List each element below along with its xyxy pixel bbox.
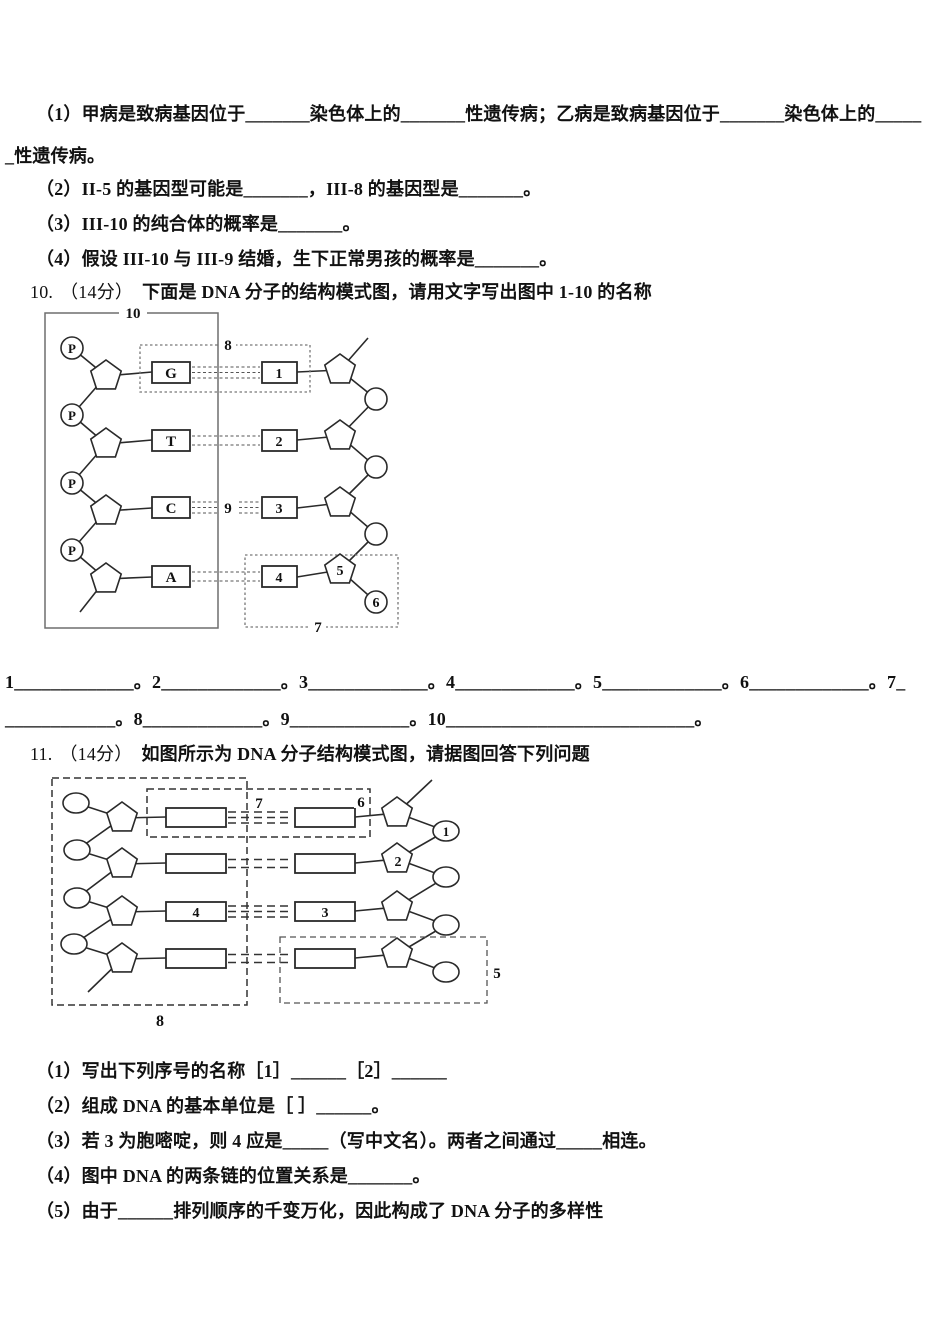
label-8: 8 <box>224 338 232 354</box>
question11-prompt: 如图所示为 DNA 分子结构模式图，请据图回答下列问题 <box>141 744 590 764</box>
label-5: 5 <box>337 564 344 579</box>
label-2: 2 <box>276 435 283 450</box>
base-letter-C: C <box>166 501 177 517</box>
label-1: 1 <box>276 367 283 382</box>
q11-part1: （1）写出下列序号的名称［1］______［2］______ <box>36 1061 447 1081</box>
base-letter-G: G <box>165 366 177 382</box>
diagram1-left-bases <box>151 361 191 588</box>
diagram1-right-phosphates <box>364 387 388 614</box>
phosphate-label-3: P <box>68 476 76 491</box>
region-5-nucleotide-box <box>279 936 488 1004</box>
region-6-basepair-box <box>146 788 371 838</box>
diagram2-left-bases <box>165 807 227 969</box>
genetics-part2: （2）II-5 的基因型可能是_______，III-8 的基因型是______… <box>36 179 542 199</box>
q10-answer-line1: 1_____________。2_____________。3_________… <box>5 672 906 692</box>
label2-8: 8 <box>156 1013 164 1030</box>
label-4: 4 <box>276 571 283 586</box>
q11-part2: （2）组成 DNA 的基本单位是［ ］______。 <box>36 1096 390 1116</box>
label2-5: 5 <box>493 966 501 982</box>
q10-answer-line2: ____________。8_____________。9___________… <box>5 709 713 729</box>
base-letter-T: T <box>166 434 176 450</box>
phosphate-label-1: P <box>68 341 76 356</box>
question10-points: （14分） <box>60 282 134 302</box>
question11-points: （14分） <box>59 744 133 764</box>
diagram1-left-sugars <box>89 359 123 593</box>
q11-part3: （3）若 3 为胞嘧啶，则 4 应是_____（写中文名）。两者之间通过____… <box>36 1131 657 1151</box>
phosphate-label-4: P <box>68 543 76 558</box>
base-letter-A: A <box>166 570 177 586</box>
question11-number: 11. <box>30 744 53 764</box>
dna-diagram-1: 10 8 9 7 P P P P G T C A 1 2 3 4 5 6 <box>44 306 399 636</box>
diagram1-right-bases <box>261 361 298 588</box>
genetics-part3: （3）III-10 的纯合体的概率是_______。 <box>36 214 361 234</box>
diagram2-right-phosphates <box>432 820 460 983</box>
label-7: 7 <box>314 620 322 636</box>
diagram1-right-sugars <box>323 353 357 584</box>
question11-header: 11. （14分） 如图所示为 DNA 分子结构模式图，请据图回答下列问题 <box>30 740 590 766</box>
label-9: 9 <box>224 501 232 517</box>
phosphate-label-2: P <box>68 408 76 423</box>
q11-part5: （5）由于______排列顺序的千变万化，因此构成了 DNA 分子的多样性 <box>36 1201 604 1221</box>
label2-2: 2 <box>395 855 402 870</box>
label-3: 3 <box>276 502 283 517</box>
label2-7: 7 <box>255 796 263 812</box>
diagram2-hydrogen-bonds <box>228 811 293 964</box>
question10-header: 10. （14分） 下面是 DNA 分子的结构模式图，请用文字写出图中 1-10 的… <box>30 278 652 304</box>
dna-diagram-2: 7 6 1 2 3 4 5 8 <box>51 777 501 1030</box>
label-10: 10 <box>126 306 141 322</box>
q11-part4: （4）图中 DNA 的两条链的位置关系是_______。 <box>36 1166 431 1186</box>
region-8-strand-box <box>51 777 248 1006</box>
diagram2-left-phosphates <box>60 792 91 955</box>
genetics-part4: （4）假设 III-10 与 III-9 结婚，生下正常男孩的概率是______… <box>36 249 558 269</box>
label2-6: 6 <box>357 795 365 811</box>
genetics-part1-line1: （1）甲病是致病基因位于_______染色体上的_______性遗传病；乙病是致… <box>36 104 922 124</box>
label2-1: 1 <box>443 824 450 839</box>
question10-number: 10. <box>30 282 54 302</box>
label2-3: 3 <box>322 906 329 921</box>
diagram2-right-bases <box>294 807 356 969</box>
diagram2-right-sugars <box>380 796 414 968</box>
genetics-part1-line2: _性遗传病。 <box>5 146 106 166</box>
diagram1-hydrogen-bonds <box>192 366 260 582</box>
question10-prompt: 下面是 DNA 分子的结构模式图，请用文字写出图中 1-10 的名称 <box>142 282 652 302</box>
label2-4: 4 <box>193 906 200 921</box>
diagram2-left-sugars <box>105 801 139 973</box>
diagram1-phosphates <box>60 336 84 562</box>
label-6: 6 <box>373 596 380 611</box>
